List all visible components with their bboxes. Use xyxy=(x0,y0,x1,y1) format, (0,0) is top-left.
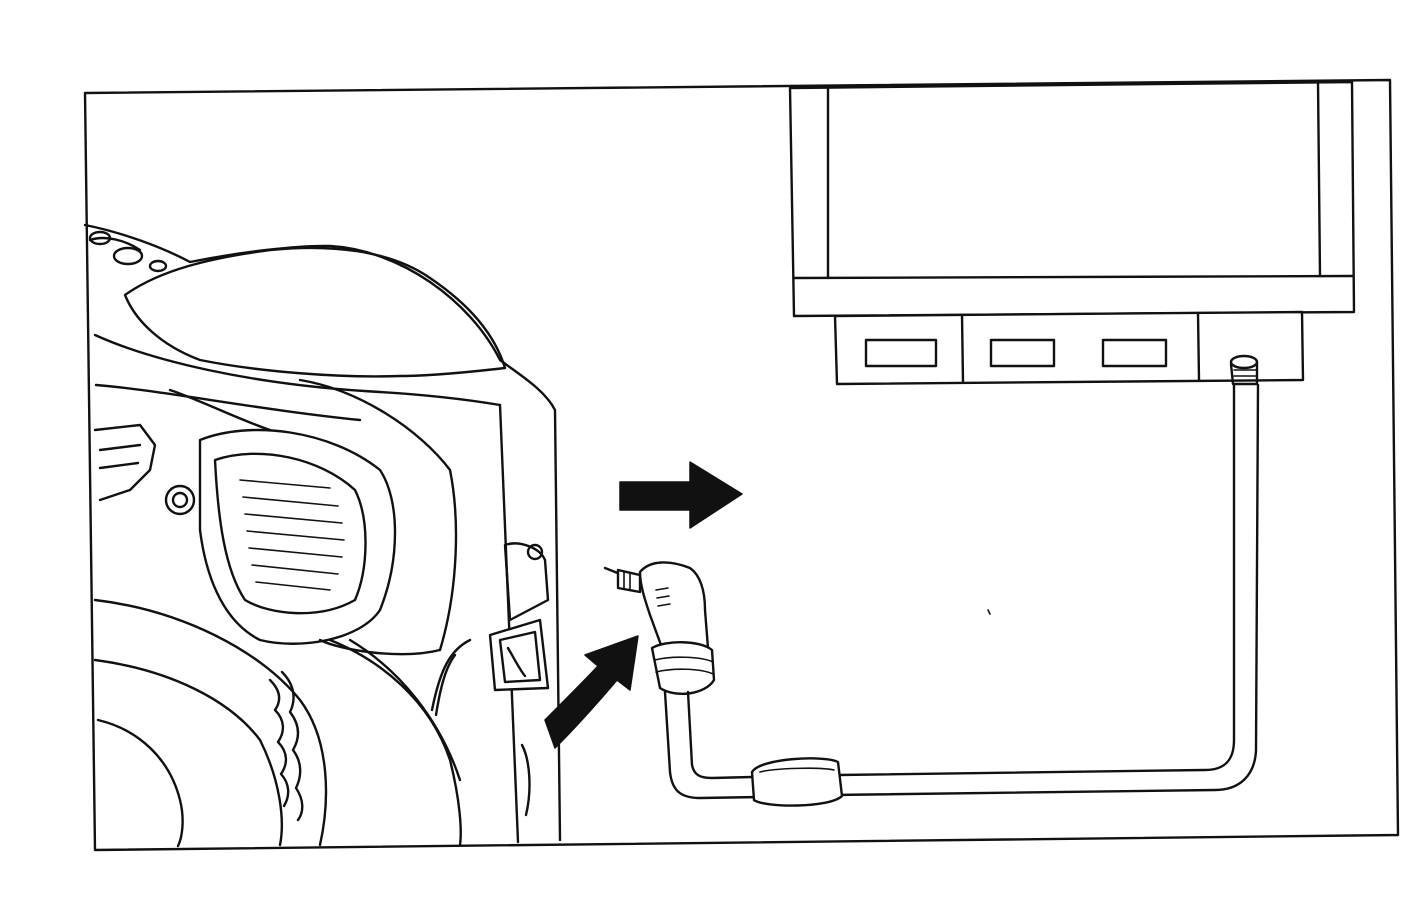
video-out-terminal xyxy=(430,542,550,717)
television xyxy=(788,80,1356,386)
arrow-right-icon xyxy=(619,461,743,529)
cable xyxy=(663,383,1260,800)
camera xyxy=(83,223,562,848)
video-cable-plug xyxy=(603,561,716,695)
curved-arrow-icon xyxy=(544,635,639,749)
tv-video-in-jack xyxy=(1229,354,1259,386)
ferrite-core xyxy=(750,757,844,807)
outer-frame xyxy=(83,78,1400,852)
stray-mark xyxy=(987,609,991,615)
